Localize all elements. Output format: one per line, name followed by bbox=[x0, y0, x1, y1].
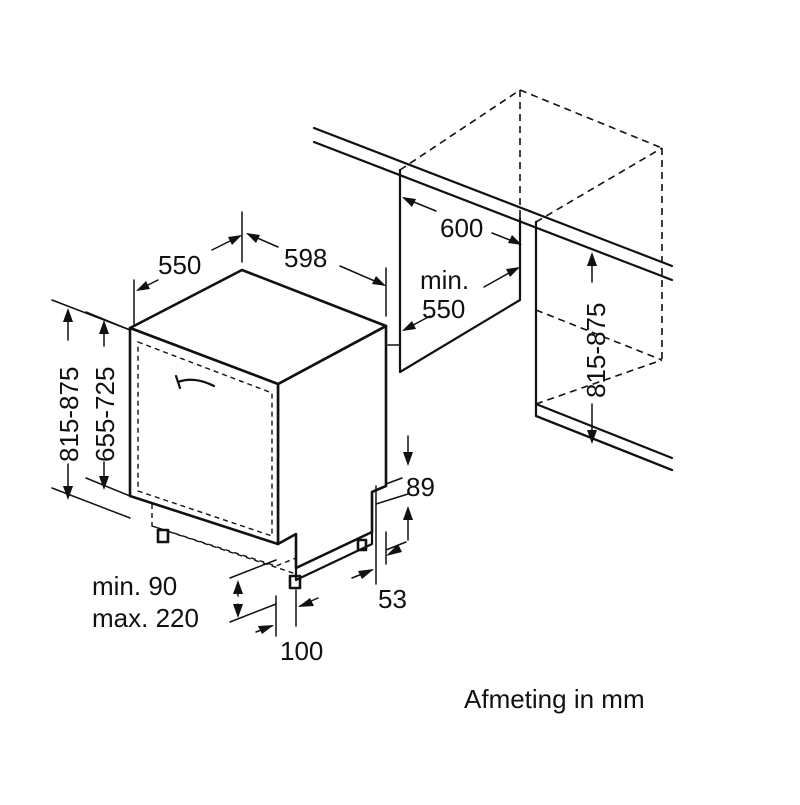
dimension-niche-height: 815-875 bbox=[581, 252, 611, 444]
label-door-height: 655-725 bbox=[90, 367, 120, 462]
dimension-door-height: 655-725 bbox=[85, 311, 131, 497]
label-width: 598 bbox=[284, 243, 327, 273]
label-appliance-height: 815-875 bbox=[54, 367, 84, 462]
dimension-niche-depth: min. 550 bbox=[402, 265, 520, 331]
label-niche-depth-value: 550 bbox=[422, 294, 465, 324]
dishwasher-body bbox=[128, 268, 388, 590]
label-plinth-top: 89 bbox=[406, 472, 435, 502]
dimension-plinth-range: min. 90 max. 220 bbox=[92, 559, 277, 633]
label-plinth-min: min. 90 bbox=[92, 571, 177, 601]
dimension-plinth-bottom: 53 bbox=[351, 531, 407, 614]
cabinet-niche bbox=[312, 89, 674, 472]
dimension-depth: 550 bbox=[133, 211, 243, 325]
dimension-width: 598 bbox=[246, 233, 387, 317]
label-niche-depth-min: min. bbox=[420, 265, 469, 295]
label-plinth-bottom: 53 bbox=[378, 584, 407, 614]
label-niche-height: 815-875 bbox=[581, 303, 611, 398]
label-niche-width: 600 bbox=[440, 213, 483, 243]
label-plinth-max: max. 220 bbox=[92, 603, 199, 633]
label-plinth-offset: 100 bbox=[280, 636, 323, 666]
dimension-plinth-top: 89 bbox=[375, 435, 435, 585]
dimension-appliance-height: 815-875 bbox=[51, 299, 131, 519]
label-depth: 550 bbox=[158, 250, 201, 280]
dimension-plinth-offset: 100 bbox=[255, 589, 323, 666]
dimension-niche-width: 600 bbox=[402, 197, 522, 245]
unit-note: Afmeting in mm bbox=[464, 684, 645, 714]
